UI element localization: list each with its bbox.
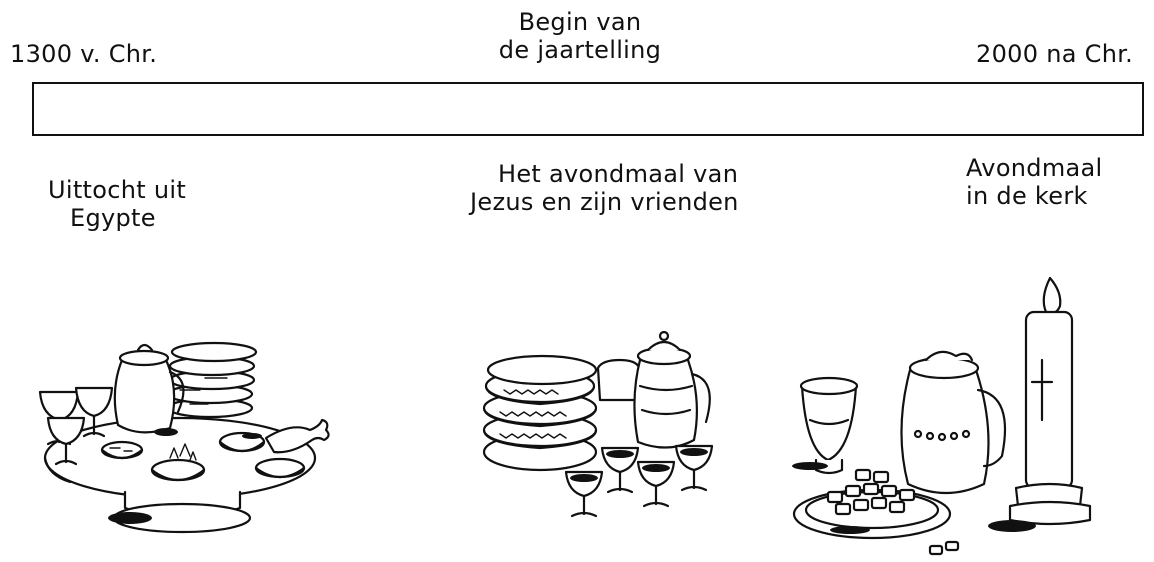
church-communion-icon [780,270,1100,560]
event-label-church-communion: Avondmaal in de kerk [966,154,1103,210]
event-label-line1: Het avondmaal van [470,160,739,188]
event-label-line1: Uittocht uit [48,176,186,204]
timeline-end-label: 2000 na Chr. [976,40,1133,68]
passover-table-icon [30,330,330,540]
timeline-middle-label: Begin van de jaartelling [490,8,670,64]
event-label-line2: in de kerk [966,182,1103,210]
event-label-exodus: Uittocht uit Egypte [48,176,186,232]
last-supper-table-icon [480,330,730,530]
timeline-middle-label-line2: de jaartelling [490,36,670,64]
timeline-bar [32,82,1144,136]
timeline-start-label: 1300 v. Chr. [10,40,157,68]
event-label-line1: Avondmaal [966,154,1103,182]
event-label-last-supper: Het avondmaal van Jezus en zijn vrienden [470,160,739,216]
event-label-line2: Jezus en zijn vrienden [470,188,739,216]
event-label-line2: Egypte [48,204,186,232]
timeline-middle-label-line1: Begin van [490,8,670,36]
